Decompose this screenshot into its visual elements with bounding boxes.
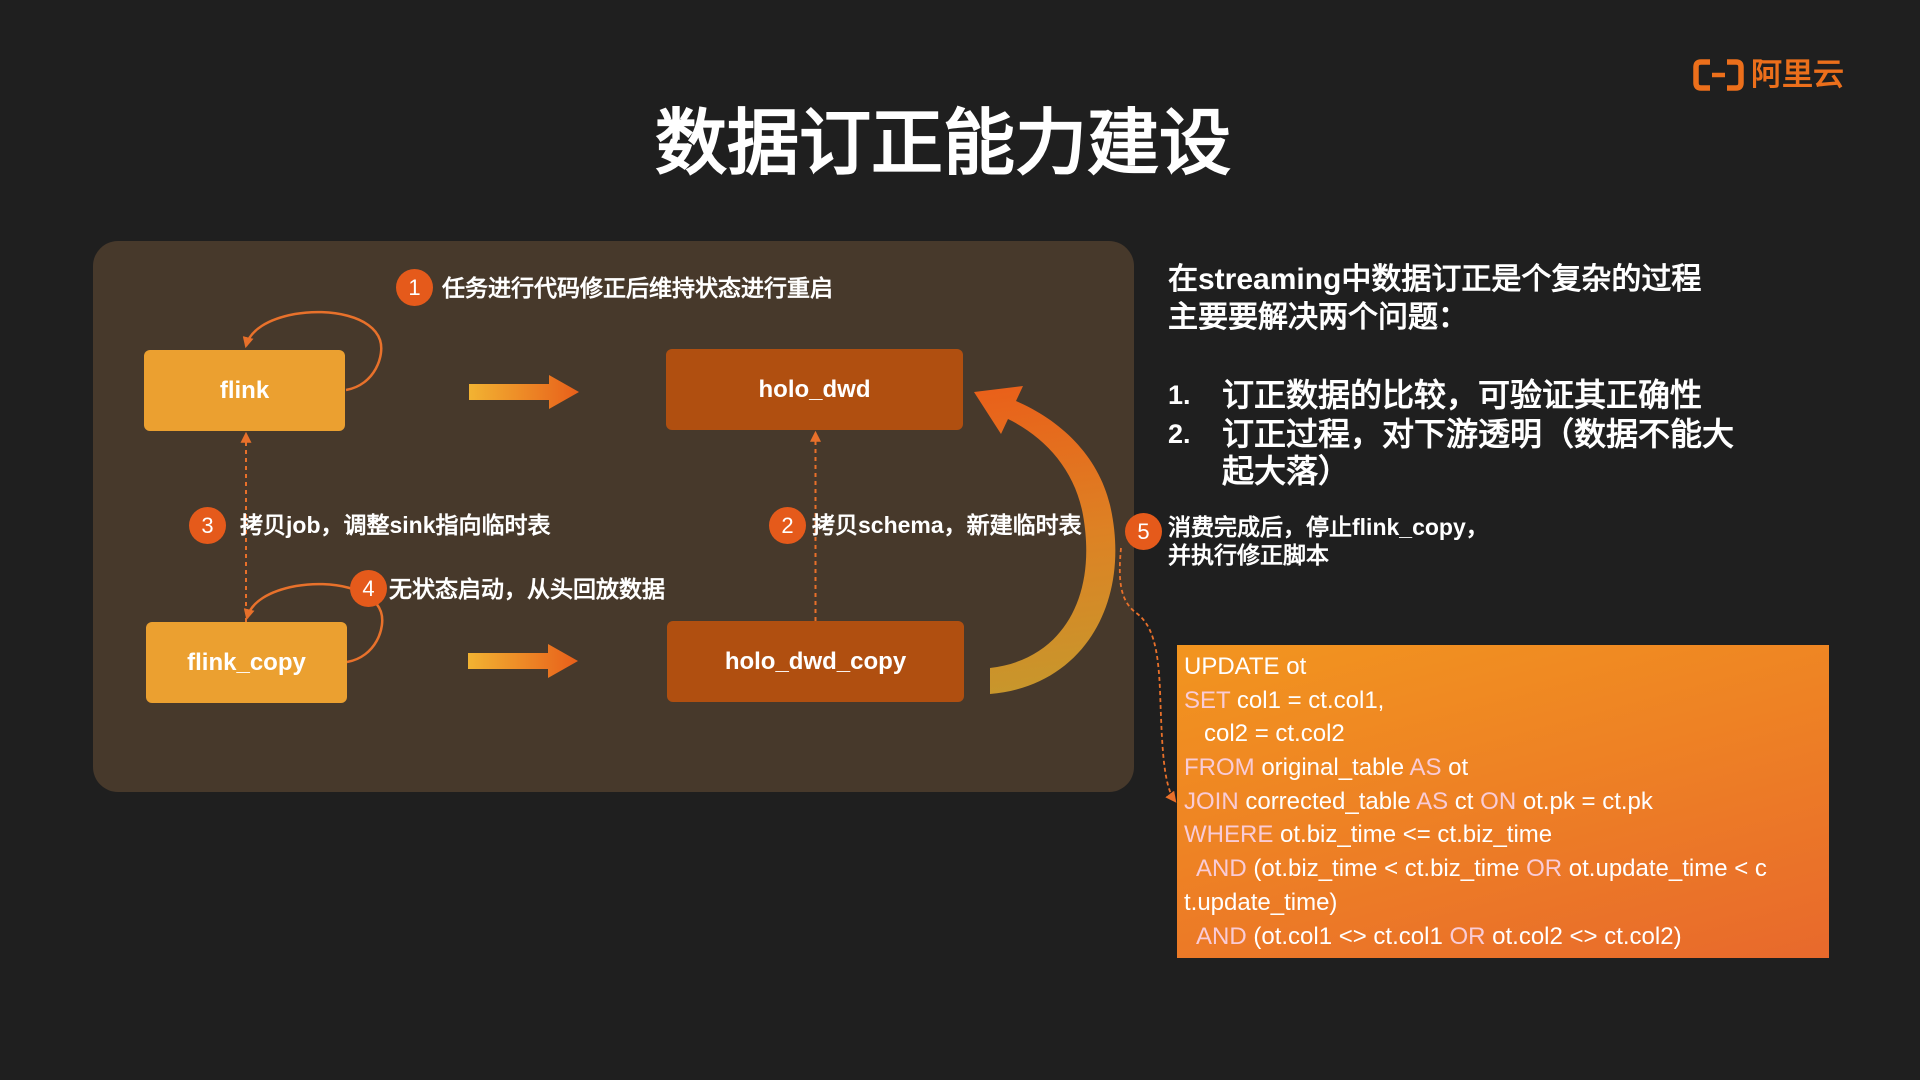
- code-text: (ot.biz_time < ct.biz_time: [1246, 855, 1527, 883]
- code-text: col2 = ct.col2: [1184, 720, 1345, 748]
- step-3-label: 拷贝job，调整sink指向临时表: [240, 512, 551, 538]
- note-item-text: 订正过程，对下游透明（数据不能大 起大落）: [1222, 416, 1734, 490]
- code-text: UPDATE ot: [1184, 653, 1307, 680]
- node-holo-dwd-copy: holo_dwd_copy: [667, 621, 964, 702]
- page-title: 数据订正能力建设: [654, 104, 1231, 184]
- aliyun-logo: 阿里云: [1692, 56, 1844, 94]
- code-keyword: WHERE: [1184, 821, 1274, 849]
- code-text: ot.pk = ct.pk: [1516, 787, 1653, 815]
- code-keyword: OR: [1449, 922, 1486, 950]
- step-5-label-line: 并执行修正脚本: [1168, 542, 1329, 568]
- flink-to-holo-dwd-arrow: [469, 375, 579, 409]
- node-holo-dwd: holo_dwd: [666, 349, 963, 430]
- node-holo-dwd-copy-label: holo_dwd_copy: [724, 647, 907, 675]
- flink-copy-to-holo-dwd-copy-arrow: [468, 644, 578, 678]
- code-text: ot.update_time < c: [1562, 855, 1767, 883]
- code-keyword: OR: [1526, 855, 1563, 883]
- node-flink-copy-label: flink_copy: [187, 648, 306, 676]
- code-text: t.update_time): [1184, 888, 1338, 916]
- code-line: JOIN corrected_table AS ct ON ot.pk = ct…: [1184, 785, 1829, 819]
- node-holo-dwd-label: holo_dwd: [758, 375, 871, 403]
- code-keyword: JOIN: [1184, 787, 1239, 815]
- step-2-badge: 2: [769, 507, 806, 544]
- code-text: ct: [1448, 787, 1481, 815]
- note-item-text: 订正数据的比较，可验证其正确性: [1222, 377, 1702, 414]
- code-line: AND (ot.biz_time < ct.biz_time OR ot.upd…: [1184, 852, 1829, 886]
- step-1-label: 任务进行代码修正后维持状态进行重启: [442, 275, 833, 301]
- code-keyword: AS: [1409, 754, 1442, 782]
- code-line: col2 = ct.col2: [1184, 717, 1829, 751]
- code-line: AND (ot.col1 <> ct.col1 OR ot.col2 <> ct…: [1184, 920, 1829, 954]
- code-keyword: AND: [1184, 855, 1247, 883]
- code-text: col1 = ct.col1,: [1230, 686, 1385, 714]
- code-keyword: FROM: [1184, 754, 1255, 782]
- step-2-label: 拷贝schema，新建临时表: [812, 512, 1082, 538]
- note-item-line: 订正数据的比较，可验证其正确性: [1222, 377, 1703, 413]
- code-text: original_table: [1254, 754, 1410, 782]
- note-item-number: 1.: [1168, 380, 1191, 410]
- logo-text: 阿里云: [1751, 57, 1844, 92]
- notes-heading-line: 在streaming中数据订正是个复杂的过程: [1168, 263, 1702, 296]
- code-line: UPDATE ot: [1184, 650, 1829, 684]
- code-line: FROM original_table AS ot: [1184, 751, 1829, 785]
- code-line: WHERE ot.biz_time <= ct.biz_time: [1184, 818, 1829, 852]
- flink-restart-loop-arrow: [242, 310, 383, 392]
- flink-copy-replay-loop-arrow: [243, 582, 384, 664]
- code-keyword: AS: [1416, 787, 1449, 815]
- code-text: corrected_table: [1238, 787, 1417, 815]
- code-line: t.update_time): [1184, 886, 1829, 920]
- note-item-2: 2. 订正过程，对下游透明（数据不能大 起大落）: [1168, 416, 1734, 490]
- code-text: ot.col2 <> ct.col2): [1485, 922, 1682, 950]
- step-4-label: 无状态启动，从头回放数据: [389, 576, 665, 602]
- node-flink-copy: flink_copy: [146, 622, 347, 703]
- step-1-badge: 1: [396, 269, 433, 306]
- aliyun-logo-icon: [1693, 59, 1744, 91]
- step-3-badge: 3: [189, 507, 226, 544]
- step-5-badge: 5: [1125, 513, 1162, 550]
- code-block: UPDATE ot SET col1 = ct.col1, col2 = ct.c…: [1177, 645, 1829, 958]
- code-text: ot.biz_time <= ct.biz_time: [1273, 821, 1553, 849]
- note-item-line: 订正过程，对下游透明（数据不能大: [1222, 416, 1735, 452]
- code-text: ot: [1441, 754, 1469, 782]
- step5-to-code-dashed-arrow: [1118, 547, 1177, 803]
- code-keyword: SET: [1184, 686, 1231, 714]
- note-item-line: 起大落）: [1222, 453, 1351, 489]
- code-keyword: AND: [1184, 922, 1247, 950]
- step-5-label: 消费完成后，停止flink_copy， 并执行修正脚本: [1168, 513, 1489, 569]
- node-flink-label: flink: [219, 376, 270, 404]
- code-text: (ot.col1 <> ct.col1: [1246, 922, 1450, 950]
- code-keyword: ON: [1480, 787, 1517, 815]
- note-item-number: 2.: [1168, 419, 1191, 449]
- node-flink: flink: [144, 350, 345, 431]
- step-5-label-line: 消费完成后，停止flink_copy，: [1168, 514, 1489, 540]
- step-4-badge: 4: [350, 570, 387, 607]
- notes-heading: 在streaming中数据订正是个复杂的过程 主要要解决两个问题：: [1168, 261, 1701, 336]
- note-item-1: 1. 订正数据的比较，可验证其正确性: [1168, 377, 1702, 414]
- holo-dwd-copy-to-holo-dwd-curved-arrow: [974, 386, 1116, 694]
- code-line: SET col1 = ct.col1,: [1184, 684, 1829, 718]
- notes-heading-line: 主要要解决两个问题：: [1168, 300, 1468, 334]
